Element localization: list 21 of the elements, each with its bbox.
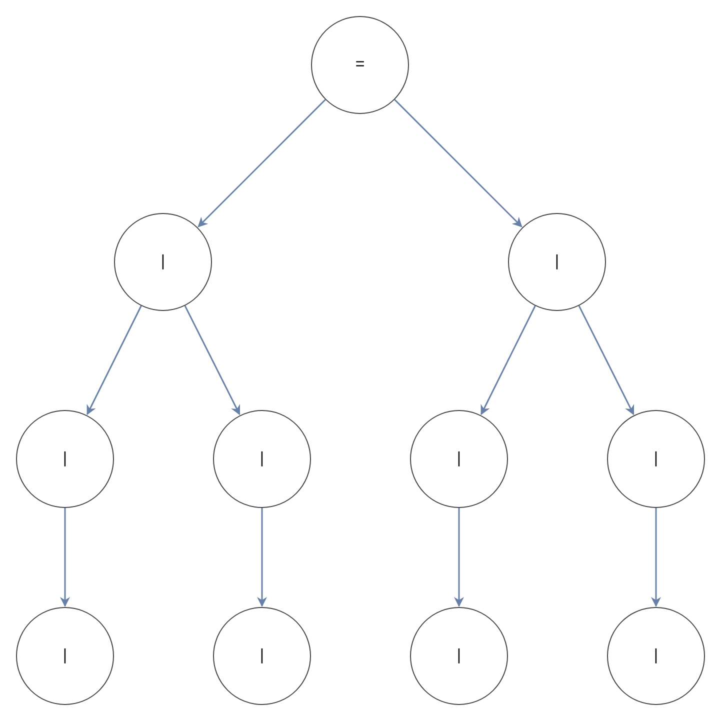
arrow — [454, 508, 464, 607]
node-symbol: | — [160, 254, 166, 270]
node-symbol: | — [456, 451, 462, 467]
arrow — [257, 508, 267, 607]
node-symbol: | — [260, 451, 264, 467]
arrow — [578, 305, 634, 416]
node-symbol: | — [654, 648, 658, 664]
arrow — [480, 306, 536, 416]
arrow — [198, 99, 326, 228]
arrow — [651, 508, 661, 607]
node-symbol: = — [355, 57, 365, 73]
node-symbol: | — [62, 451, 68, 467]
arrow — [184, 305, 240, 416]
arrow — [86, 306, 142, 416]
node-symbol: | — [62, 648, 68, 664]
node-symbol: | — [554, 254, 560, 270]
node-symbol: | — [260, 648, 264, 664]
node-symbol: | — [654, 451, 658, 467]
arrow — [60, 508, 70, 607]
arrow — [394, 99, 522, 228]
node-symbol: | — [456, 648, 462, 664]
